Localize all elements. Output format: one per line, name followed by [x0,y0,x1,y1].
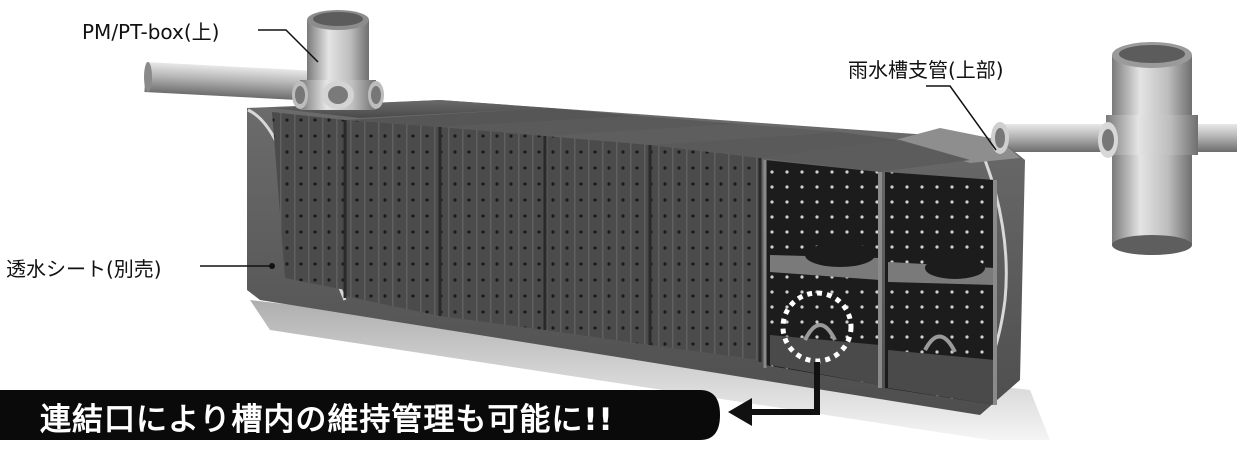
ground-shadow [250,300,1050,440]
leader-lines [200,29,997,267]
pm-pt-box-left [292,10,384,110]
leader-pm-box [258,29,319,63]
pm-pt-box-right [991,42,1198,255]
connection-port-highlight [780,290,854,364]
leader-rain-branch [926,85,997,151]
pm-pt-box-label: PM/PT-box(上) [82,20,220,44]
maintenance-banner-text: 連結口により槽内の維持管理も可能に!! [40,402,614,438]
permeable-sheet-label: 透水シート(別売) [6,257,162,281]
infiltration-blocks [272,100,997,405]
rain-tank-branch-label: 雨水槽支管(上部) [848,58,1004,82]
left-inflow-pipe [144,62,326,102]
banner-background [0,390,720,440]
callout-arrow [728,362,820,426]
